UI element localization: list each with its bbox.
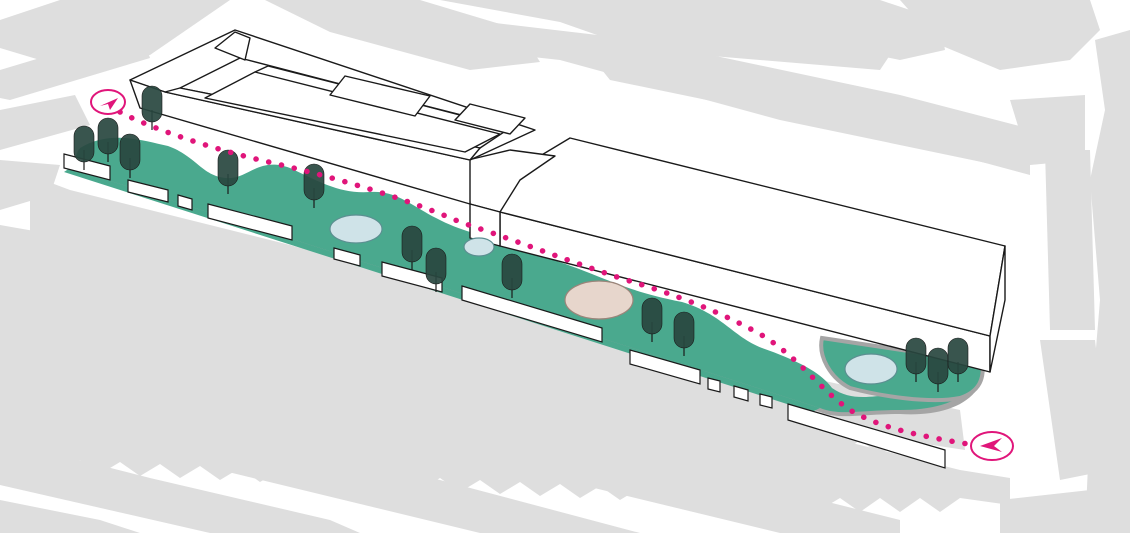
wall-segment bbox=[127, 179, 169, 203]
pond bbox=[463, 237, 495, 257]
wall-segment bbox=[63, 153, 111, 181]
pond bbox=[329, 214, 383, 244]
context-block bbox=[590, 55, 1030, 175]
context-block bbox=[0, 370, 640, 533]
water-features bbox=[329, 214, 898, 385]
main-building bbox=[129, 29, 1006, 373]
tree-icon bbox=[119, 133, 141, 178]
low-walls bbox=[63, 153, 946, 469]
route-path bbox=[117, 109, 971, 447]
tree-icon bbox=[905, 337, 927, 382]
building-roof-box bbox=[329, 75, 431, 117]
context-block bbox=[1000, 490, 1100, 533]
tree-icon bbox=[73, 125, 95, 170]
tree-icon bbox=[947, 337, 969, 382]
context-block bbox=[0, 500, 140, 533]
building-corner-tower bbox=[214, 31, 251, 61]
tree-icon bbox=[425, 247, 447, 292]
wall-segment bbox=[333, 247, 361, 267]
context-block bbox=[1010, 95, 1085, 165]
context-block bbox=[1085, 300, 1130, 533]
context-block bbox=[1045, 150, 1095, 330]
building-east-block-endface bbox=[989, 245, 1006, 373]
tree-icon bbox=[97, 117, 119, 162]
context-block bbox=[0, 95, 90, 150]
building-line bbox=[254, 65, 506, 127]
walking-route bbox=[117, 109, 971, 447]
context-block bbox=[0, 440, 360, 533]
context-block bbox=[0, 28, 150, 100]
plaza bbox=[564, 280, 634, 320]
tree-icon bbox=[141, 85, 163, 130]
tree-icon bbox=[501, 253, 523, 298]
context-block bbox=[1090, 30, 1130, 300]
wall-segment bbox=[629, 349, 701, 385]
context-block bbox=[660, 0, 945, 60]
wall-segment bbox=[733, 385, 749, 402]
wall-segment bbox=[461, 285, 603, 343]
wall-segment bbox=[759, 393, 773, 409]
wall-segment bbox=[207, 203, 293, 241]
context-block bbox=[0, 0, 230, 60]
route-end-arrow-icon bbox=[970, 431, 1014, 461]
tree-icon bbox=[217, 149, 239, 194]
building-roof-box2 bbox=[454, 103, 526, 135]
tree-icon bbox=[673, 311, 695, 356]
wall-segment bbox=[177, 194, 193, 211]
route-start-arrow-icon bbox=[90, 89, 126, 115]
wall-segment bbox=[381, 261, 443, 293]
context-block bbox=[900, 0, 1100, 70]
trees bbox=[73, 85, 969, 392]
east-pocket-park bbox=[819, 335, 985, 403]
pond bbox=[844, 353, 898, 385]
wall-segment bbox=[787, 403, 946, 469]
context-block bbox=[0, 300, 900, 533]
tree-icon bbox=[641, 297, 663, 342]
tree-icon bbox=[401, 225, 423, 270]
wall-segment bbox=[707, 377, 721, 393]
building-inner-strip bbox=[204, 71, 501, 153]
